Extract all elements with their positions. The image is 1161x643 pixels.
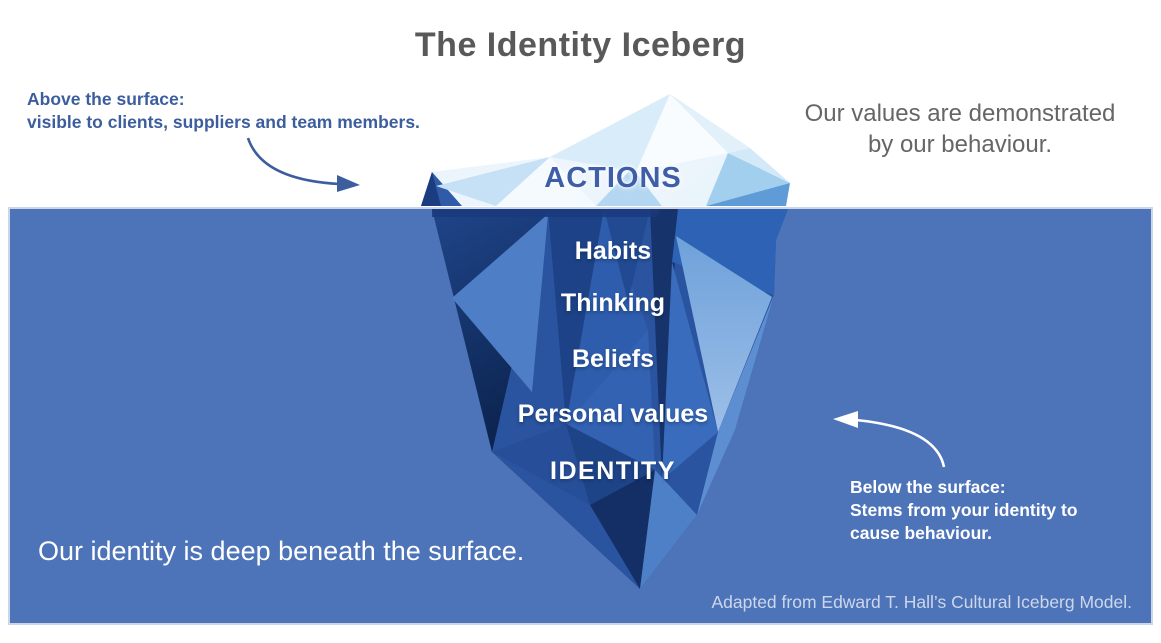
above-surface-note-body: visible to clients, suppliers and team m… xyxy=(27,112,420,132)
identity-depth-note: Our identity is deep beneath the surface… xyxy=(38,536,525,566)
iceberg-facet xyxy=(728,148,790,183)
iceberg-facet xyxy=(492,424,590,505)
below-surface-arrow xyxy=(833,411,946,468)
above-surface-note: Above the surface: visible to clients, s… xyxy=(27,88,497,134)
values-note-line2: by our behaviour. xyxy=(867,131,1053,158)
values-behaviour-note: Our values are demonstrated by our behav… xyxy=(770,98,1150,160)
iceberg-facet xyxy=(452,214,548,392)
iceberg-facet xyxy=(670,94,750,153)
iceberg-facet xyxy=(636,94,728,172)
iceberg-facet xyxy=(662,262,718,480)
iceberg-facet xyxy=(566,330,655,470)
iceberg-facet xyxy=(436,157,550,206)
below-surface-note-line3: cause behaviour. xyxy=(850,523,993,543)
iceberg-facet xyxy=(590,470,655,589)
iceberg-label-thinking: Thinking xyxy=(560,289,666,317)
below-surface-note-line2: Stems from your identity to xyxy=(850,500,1078,520)
iceberg-facet xyxy=(596,168,662,206)
iceberg-facet xyxy=(566,209,648,424)
above-surface-arrow xyxy=(246,137,360,192)
iceberg-label-personal-values: Personal values xyxy=(517,400,709,428)
iceberg-facet xyxy=(676,236,772,432)
iceberg-facet xyxy=(650,209,678,480)
iceberg-facet xyxy=(672,209,788,295)
iceberg-facet xyxy=(421,172,441,206)
iceberg-facet xyxy=(604,209,650,302)
below-surface-note: Below the surface: Stems from your ident… xyxy=(850,476,1150,545)
arrowhead-icon xyxy=(337,175,360,192)
page-title: The Identity Iceberg xyxy=(414,26,747,64)
iceberg-label-beliefs: Beliefs xyxy=(572,345,654,373)
iceberg-below-water xyxy=(432,209,788,589)
iceberg-facet xyxy=(566,424,655,505)
iceberg-facet xyxy=(496,157,596,206)
iceberg-facet xyxy=(432,209,660,217)
above-surface-note-heading: Above the surface: xyxy=(27,89,185,109)
below-surface-note-heading: Below the surface: xyxy=(850,477,1006,497)
attribution-note: Adapted from Edward T. Hall’s Cultural I… xyxy=(711,592,1132,612)
iceberg-facet xyxy=(550,94,670,172)
iceberg-facet xyxy=(548,209,604,424)
iceberg-above-water xyxy=(421,94,790,206)
arrowhead-icon xyxy=(833,411,858,428)
iceberg-label-actions: ACTIONS xyxy=(544,162,682,194)
iceberg-label-identity: IDENTITY xyxy=(550,457,676,485)
iceberg-facet xyxy=(640,470,697,589)
iceberg-facet xyxy=(706,153,790,206)
iceberg-label-habits: Habits xyxy=(574,237,652,265)
values-note-line1: Our values are demonstrated xyxy=(804,100,1116,127)
iceberg-facet xyxy=(706,183,790,206)
iceberg-facet xyxy=(697,295,774,515)
